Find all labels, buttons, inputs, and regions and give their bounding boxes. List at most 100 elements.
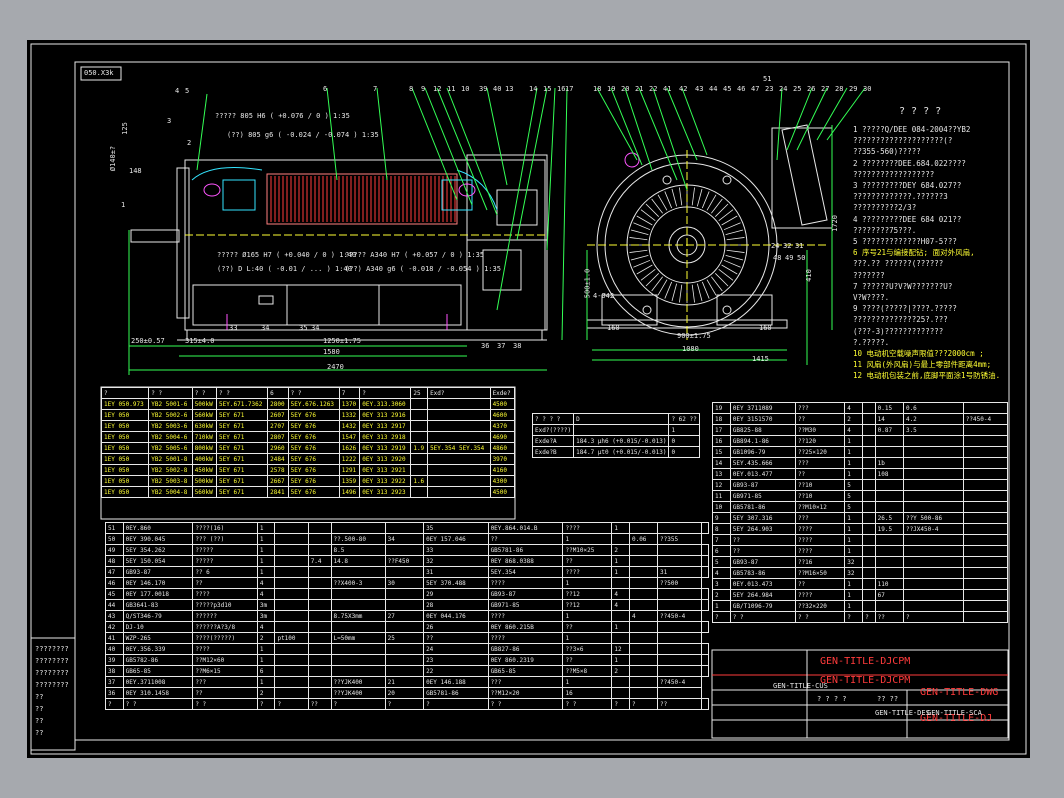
table-cell: 42 — [105, 621, 124, 633]
note-line: ?.?????. — [853, 337, 890, 347]
table-cell: 30 — [384, 577, 425, 589]
table-cell — [330, 665, 386, 677]
table-cell: 3970 — [489, 453, 516, 465]
table-cell: 0.06 — [628, 533, 659, 545]
table-cell: 1EY 050 — [100, 464, 150, 476]
table-cell: 3m — [256, 610, 276, 622]
balloon: 44 — [709, 85, 718, 93]
table-cell: ??? — [794, 402, 846, 414]
table-cell: GB827-86 — [487, 643, 564, 655]
table-cell: 4160 — [489, 464, 516, 476]
table-cell: 0 — [668, 435, 700, 447]
table-cell — [611, 632, 630, 644]
table-cell: 800kW — [191, 442, 218, 454]
table-cell — [700, 555, 710, 567]
table-cell — [862, 424, 876, 436]
table-cell: 1 — [562, 610, 613, 622]
table-cell: ? — [423, 698, 489, 710]
table-cell: 1 — [256, 643, 276, 655]
table-cell — [962, 512, 1009, 524]
table-cell: ??? — [192, 676, 258, 688]
balloon: 35 — [299, 324, 308, 332]
strip-label: ?? — [35, 693, 44, 701]
table-cell — [657, 621, 702, 633]
table-cell: 5EY 671 — [216, 475, 269, 487]
table-cell: ?????p3d10 — [192, 599, 258, 611]
table-cell: ? — [862, 611, 876, 623]
table-cell: 1b — [874, 457, 904, 469]
table-cell: 1 — [844, 534, 864, 546]
table-cell: ??JX450-4 — [902, 523, 964, 535]
table-cell — [700, 665, 710, 677]
table-cell: 16 — [562, 687, 613, 699]
table-cell: 2667 — [267, 475, 289, 487]
balloon: 46 — [737, 85, 746, 93]
dim: 500±1.0 — [583, 268, 592, 299]
balloon: 43 — [695, 85, 704, 93]
table-cell — [307, 610, 332, 622]
table-cell: 1222 — [338, 453, 361, 465]
table-cell: 37 — [105, 676, 124, 688]
title-small: GEN-TITLE-SCA — [927, 709, 982, 717]
table-cell: 14 — [874, 413, 904, 425]
table-cell: 2 — [844, 413, 864, 425]
table-cell — [274, 610, 309, 622]
table-cell: ?? — [562, 621, 613, 633]
table-cell: ???? — [794, 589, 846, 601]
table-cell: ?? — [794, 468, 846, 480]
table-cell: ??450-4 — [657, 610, 702, 622]
table-cell: 2578 — [267, 464, 289, 476]
balloon: 28 — [835, 85, 844, 93]
table-cell: 1359 — [338, 475, 361, 487]
table-cell — [384, 665, 425, 677]
table-cell: ??M5×8 — [562, 665, 613, 677]
balloon: 3 — [167, 117, 172, 125]
table-cell: ??25×120 — [794, 446, 846, 458]
table-cell: 0EY 313 2918 — [359, 431, 412, 443]
table-row: ?? ?? ?????? — [712, 611, 1009, 623]
table-cell: 2484 — [267, 453, 289, 465]
table-cell: ??? — [794, 457, 846, 469]
table-cell: 1 — [562, 577, 613, 589]
table-cell: 0EY 310.1458 — [122, 687, 194, 699]
table-cell: ??3×6 — [562, 643, 613, 655]
table-cell: ??10 — [794, 479, 846, 491]
table-cell — [274, 687, 309, 699]
table-cell: 0EY 390.045 — [122, 533, 194, 545]
table-cell — [902, 490, 964, 502]
table-cell — [902, 446, 964, 458]
table-cell: 1 — [712, 600, 731, 612]
table-cell: GB93-87 — [729, 479, 796, 491]
note-line: ??????????2/3? — [853, 203, 917, 213]
table-cell — [862, 545, 876, 557]
balloon: 6 — [323, 85, 328, 93]
table-cell: 0.15 — [874, 402, 904, 414]
table-cell: ??F450 — [384, 555, 425, 567]
table-cell: 32 — [844, 556, 864, 568]
title-secondary: GEN-TITLE-DJCPM — [820, 675, 911, 686]
fit-line: (??) D L:40 ( -0.01 / ... ) 1:40 — [217, 265, 352, 273]
table-cell — [657, 654, 702, 666]
dim: 160 — [607, 324, 620, 332]
balloon: 15 — [543, 85, 552, 93]
table-cell: YB2 5004-8 — [148, 486, 193, 498]
table-cell: YB2 5001-8 — [148, 453, 193, 465]
table-cell: ?? — [423, 632, 489, 644]
note-line: 4 ?????????DEE 684 021?? — [853, 214, 962, 224]
table-cell: 4 — [844, 424, 864, 436]
fit-line: (??) A340 g6 ( -0.018 / -0.054 ) 1:35 — [345, 265, 501, 273]
table-cell: ? ? — [794, 611, 846, 623]
dim: 1720 — [830, 215, 839, 232]
table-cell — [962, 600, 1009, 612]
table-cell: 1 — [844, 457, 864, 469]
table-cell: 4 — [712, 567, 731, 579]
balloon: 22 — [649, 85, 658, 93]
table-cell: 46 — [105, 577, 124, 589]
table-cell: ???? — [562, 522, 613, 534]
table-cell: 1 — [844, 600, 864, 612]
